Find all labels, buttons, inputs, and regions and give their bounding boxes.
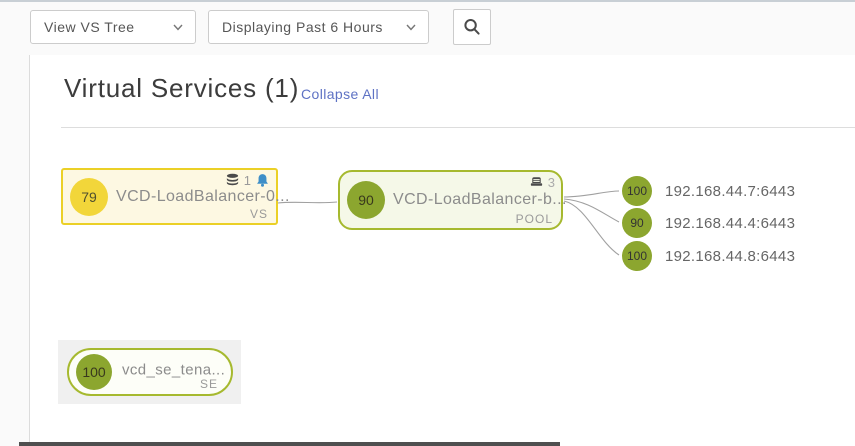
window-bottom-edge: [19, 442, 560, 446]
se-node[interactable]: 100 vcd_se_tena... SE: [67, 348, 233, 396]
server-health-score-badge: 100: [622, 241, 652, 271]
chevron-down-icon: [406, 24, 416, 31]
server-address: 192.168.44.4:6443: [665, 214, 796, 232]
pool-server-row[interactable]: 90 192.168.44.4:6443: [622, 208, 795, 238]
pool-health-score-badge: 90: [347, 181, 385, 219]
window-top-edge: [0, 0, 855, 2]
database-icon: [226, 173, 238, 186]
page-title: Virtual Services (1): [64, 73, 300, 103]
pool-node[interactable]: 90 VCD-LoadBalancer-b... 3 POOL: [338, 170, 566, 230]
time-range-dropdown[interactable]: Displaying Past 6 Hours: [208, 10, 429, 44]
se-name: vcd_se_tena...: [122, 361, 226, 379]
server-health-score-badge: 100: [622, 176, 652, 206]
chevron-down-icon: [173, 24, 183, 31]
pool-type-label: POOL: [515, 212, 553, 226]
view-mode-value: View VS Tree: [44, 19, 135, 35]
server-health-score-badge: 90: [622, 208, 652, 238]
vs-node[interactable]: 79 VCD-LoadBalancer-0... 1 VS: [61, 168, 289, 225]
vs-health-score-badge: 79: [70, 177, 108, 216]
collapse-all-link[interactable]: Collapse All: [301, 86, 379, 102]
vs-pool-count: 1: [243, 173, 251, 188]
pool-node-indicators: 3: [529, 175, 555, 190]
toolbar: View VS Tree Displaying Past 6 Hours: [0, 2, 855, 55]
content-panel: Virtual Services (1) Collapse All 79 VCD…: [29, 55, 855, 446]
search-icon: [464, 19, 480, 35]
header-divider: [61, 127, 855, 128]
pool-name: VCD-LoadBalancer-b...: [393, 191, 567, 208]
vs-type-label: VS: [249, 207, 268, 221]
se-health-score-badge: 100: [76, 354, 112, 390]
pool-server-count: 3: [547, 175, 555, 190]
pool-server-row[interactable]: 100 192.168.44.8:6443: [622, 241, 795, 271]
vs-node-indicators: 1: [225, 173, 270, 188]
search-button[interactable]: [453, 9, 491, 45]
se-type-label: SE: [199, 377, 218, 391]
time-range-value: Displaying Past 6 Hours: [222, 19, 383, 35]
bell-icon[interactable]: [255, 173, 270, 188]
servers-icon: [530, 177, 542, 186]
pool-server-row[interactable]: 100 192.168.44.7:6443: [622, 176, 795, 206]
view-mode-dropdown[interactable]: View VS Tree: [30, 10, 196, 44]
vs-name: VCD-LoadBalancer-0...: [116, 187, 290, 205]
server-address: 192.168.44.7:6443: [665, 182, 796, 200]
server-address: 192.168.44.8:6443: [665, 247, 796, 265]
